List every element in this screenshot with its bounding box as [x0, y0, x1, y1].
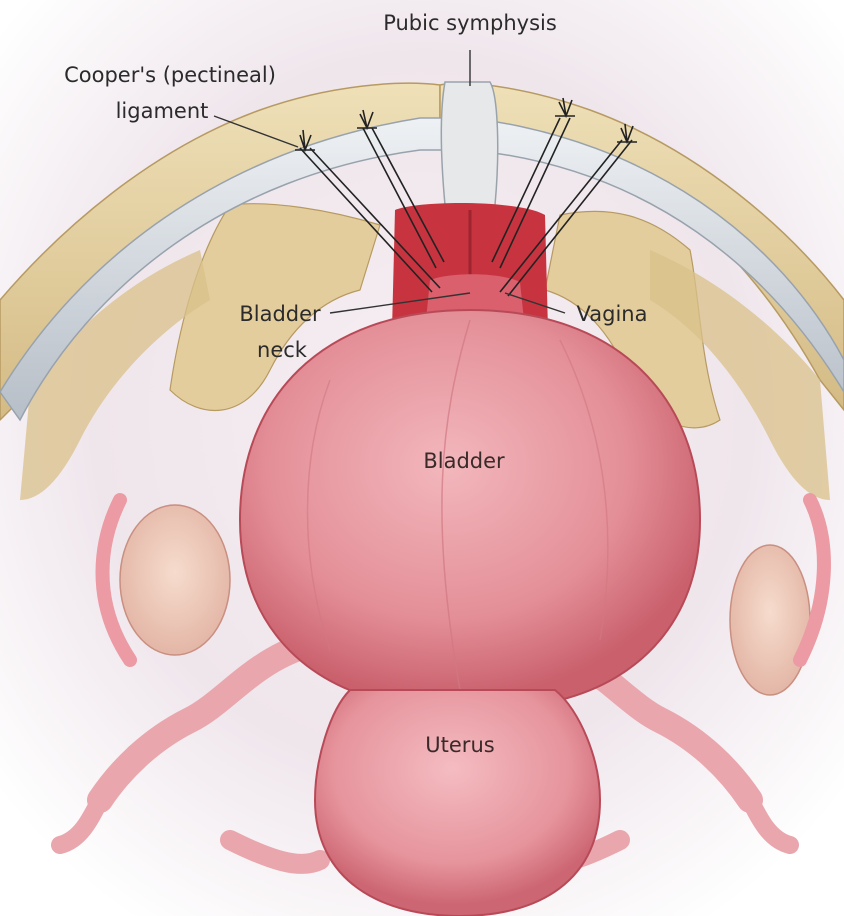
label-coopers-ligament-line2: ligament: [116, 99, 209, 123]
label-uterus: Uterus: [425, 733, 494, 757]
label-coopers-ligament-line1: Cooper's (pectineal): [64, 63, 276, 87]
label-vagina: Vagina: [577, 302, 648, 326]
label-bladder-neck-line1: Bladder: [239, 302, 321, 326]
label-pubic-symphysis: Pubic symphysis: [383, 11, 557, 35]
label-bladder-neck-line2: neck: [257, 338, 308, 362]
pubic-symphysis: [441, 82, 497, 205]
uterus-organ: [315, 690, 600, 916]
label-bladder: Bladder: [423, 449, 505, 473]
bladder-organ: [240, 310, 700, 700]
